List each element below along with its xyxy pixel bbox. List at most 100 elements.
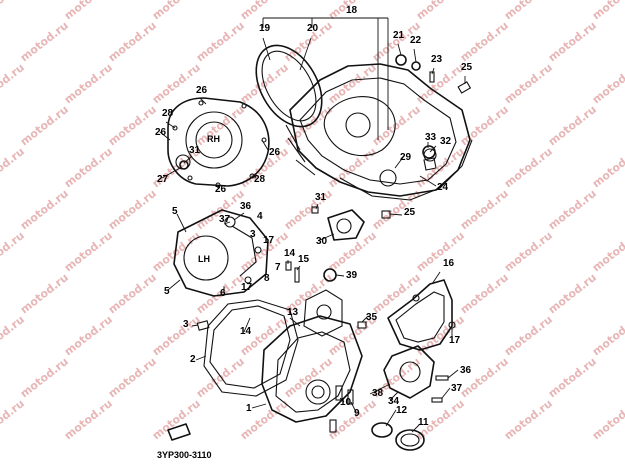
watermark-text: motod.ru: [502, 0, 555, 22]
watermark-text: motod.ru: [370, 271, 423, 316]
callout-c11: 11: [418, 417, 429, 428]
watermark-text: motod.ru: [62, 145, 115, 190]
callout-c18: 18: [346, 5, 358, 16]
callout-c7: 7: [275, 262, 281, 273]
crankcase-cover-lh: [167, 289, 425, 451]
callout-c25b: 25: [404, 207, 416, 218]
callout-c14a: 14: [284, 248, 296, 259]
callout-c9: 9: [354, 408, 360, 419]
watermark-text: motod.ru: [590, 0, 625, 22]
watermark-text: motod.ru: [150, 0, 203, 22]
watermark-text: motod.ru: [458, 355, 511, 400]
callout-c34: 34: [388, 396, 400, 407]
watermark-text: motod.ru: [106, 187, 159, 232]
watermark-text: motod.ru: [62, 313, 115, 358]
watermark-text: motod.ru: [590, 229, 625, 274]
callout-c27: 27: [157, 174, 169, 185]
watermark-text: motod.ru: [0, 145, 27, 190]
watermark-text: motod.ru: [458, 271, 511, 316]
callout-c29: 29: [400, 152, 412, 163]
watermark-text: motod.ru: [546, 271, 599, 316]
watermark-text: motod.ru: [150, 313, 203, 358]
watermark-text: motod.ru: [194, 103, 247, 148]
callout-c37b: 37: [451, 383, 463, 394]
cover-rh-label: RH: [207, 134, 220, 144]
callout-c31b: 31: [315, 192, 327, 203]
watermark-text: motod.ru: [502, 61, 555, 106]
watermark-text: motod.ru: [0, 0, 27, 22]
watermark-text: motod.ru: [18, 187, 71, 232]
watermark-text: motod.ru: [326, 145, 379, 190]
callout-c30: 30: [316, 236, 328, 247]
callout-c26b: 26: [155, 127, 167, 138]
callout-c38: 38: [372, 388, 384, 399]
callout-c15: 15: [298, 254, 310, 265]
watermark-text: motod.ru: [18, 19, 71, 64]
callout-c8: 8: [264, 273, 270, 284]
callout-c36b: 36: [460, 365, 472, 376]
watermark-text: motod.ru: [546, 187, 599, 232]
watermark-text: motod.ru: [414, 61, 467, 106]
callout-c17c: 17: [449, 335, 461, 346]
callout-c23: 23: [431, 54, 443, 65]
watermark-text: motod.ru: [326, 61, 379, 106]
watermark-text: motod.ru: [106, 19, 159, 64]
callout-c37a: 37: [219, 214, 231, 225]
watermark-text: motod.ru: [62, 0, 115, 22]
watermark-text: motod.ru: [546, 19, 599, 64]
leader-lines: [159, 17, 466, 433]
callout-c19: 19: [259, 23, 271, 34]
callout-c16: 16: [443, 258, 455, 269]
watermark-text: motod.ru: [282, 187, 335, 232]
watermark-text: motod.ru: [590, 313, 625, 358]
watermark-text: motod.ru: [194, 19, 247, 64]
watermark-text: motod.ru: [458, 19, 511, 64]
callout-c5b: 5: [164, 286, 170, 297]
watermark-text: motod.ru: [590, 61, 625, 106]
watermark-text: motod.ru: [150, 61, 203, 106]
callout-c31a: 31: [189, 145, 201, 156]
callout-c3b: 3: [250, 229, 256, 240]
callout-c26a: 26: [196, 85, 208, 96]
watermark-text: motod.ru: [0, 313, 27, 358]
callout-c26c: 26: [269, 147, 281, 158]
callout-c13: 13: [287, 307, 299, 318]
callout-c36a: 36: [240, 201, 252, 212]
watermark-text: motod.ru: [590, 397, 625, 442]
watermark-text: motod.ru: [590, 145, 625, 190]
callout-c25a: 25: [461, 62, 473, 73]
watermark-text: motod.ru: [326, 229, 379, 274]
callout-c1: 1: [246, 403, 252, 414]
watermark-text: motod.ru: [238, 0, 291, 22]
diagram-code: 3YP300-3110: [157, 450, 212, 460]
cover-plate-rh: RH: [167, 97, 270, 188]
watermark-text: motod.ru: [502, 313, 555, 358]
watermark-text: motod.ru: [502, 229, 555, 274]
callout-c2: 2: [190, 354, 196, 365]
callout-c4: 4: [257, 211, 263, 222]
callout-c3a: 3: [183, 319, 189, 330]
callout-c20: 20: [307, 23, 319, 34]
watermark-text: motod.ru: [62, 397, 115, 442]
cover-lh-label: LH: [198, 254, 210, 264]
callout-c33: 33: [425, 132, 437, 143]
watermark-text: motod.ru: [414, 0, 467, 22]
watermark-text: motod.ru: [414, 229, 467, 274]
watermark-text: motod.ru: [282, 355, 335, 400]
callout-c22: 22: [410, 35, 422, 46]
callout-c14b: 14: [240, 326, 252, 337]
callout-c12: 12: [396, 405, 408, 416]
callout-c28a: 28: [162, 108, 174, 119]
crankcase-cover-rh: [255, 44, 473, 201]
callout-c5a: 5: [172, 206, 178, 217]
cover-plate-lh: LH: [173, 209, 269, 297]
callout-c21: 21: [393, 30, 405, 41]
watermark-text: motod.ru: [106, 103, 159, 148]
watermark-text: motod.ru: [0, 397, 27, 442]
callout-c28b: 28: [254, 174, 266, 185]
watermark-text: motod.ru: [62, 61, 115, 106]
callout-c24: 24: [437, 182, 449, 193]
